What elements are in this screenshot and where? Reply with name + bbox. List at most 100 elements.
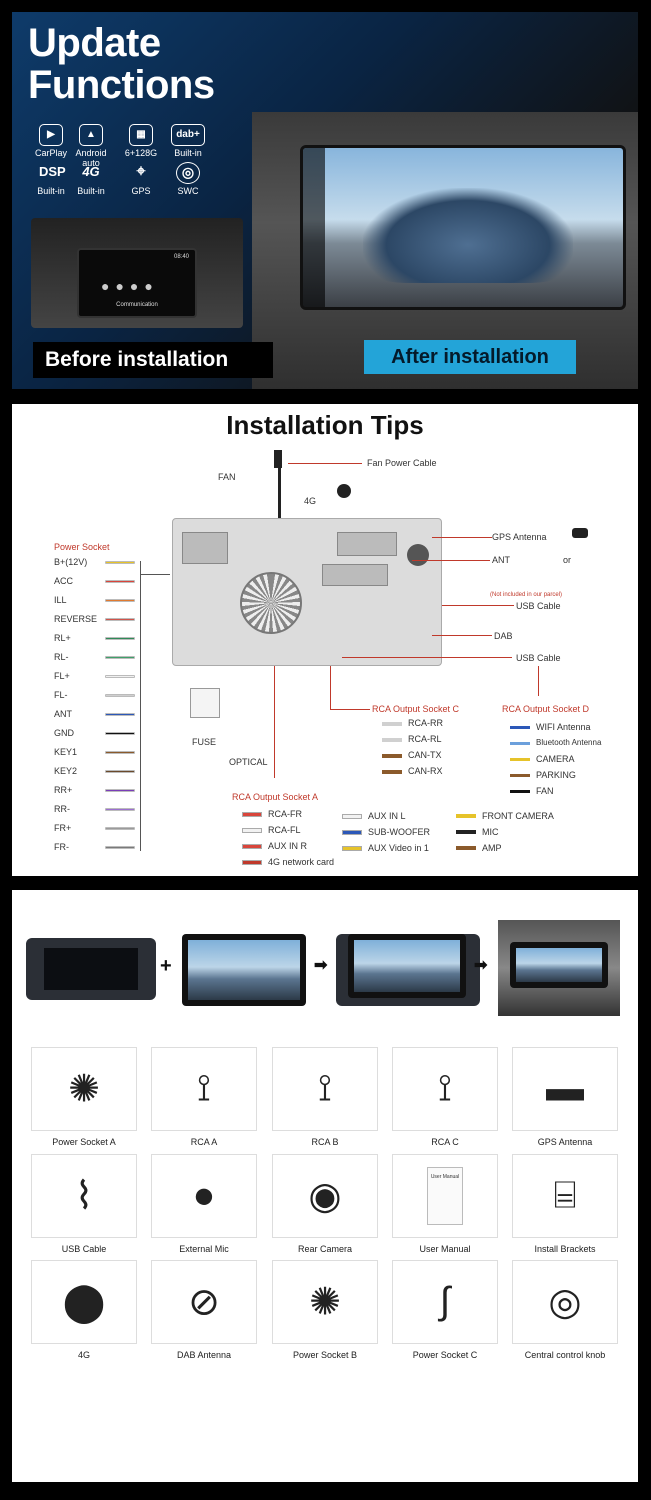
pin-label: ILL [54, 595, 67, 605]
accessory-image: ⬤ [31, 1260, 137, 1344]
android-auto-feature: ▲Android auto [70, 124, 112, 168]
carplay-feature: ▶CarPlay [30, 124, 72, 158]
package-contents-panel: + ➡ ➡ ✺ Power Socket A ⟟ RCA A ⟟ RCA B ⟟ RCA C ▬… [12, 890, 638, 1482]
usb-cable-label-2: USB Cable [516, 653, 561, 663]
harness-icon: ✺ [68, 1068, 100, 1111]
swc-feature: ◎SWC [176, 162, 200, 196]
wire-color-swatch [105, 599, 135, 602]
pin-label: RL- [54, 652, 69, 662]
radio-unit-image [182, 934, 306, 1006]
before-installation-label: Before installation [33, 342, 273, 378]
rca-plug-icon [510, 774, 530, 777]
accessory-image: ✺ [31, 1047, 137, 1131]
pin-label: B+(12V) [54, 557, 88, 567]
camera-item: MIC [482, 827, 499, 837]
installation-tips-panel: Installation Tips FAN Fan Power Cable 4G… [12, 404, 638, 876]
plus-sign: + [160, 955, 172, 977]
4g-antenna-icon [337, 484, 351, 498]
accessory-item: ⬤ 4G [31, 1260, 137, 1360]
accessory-label: 4G [77, 1350, 90, 1360]
rca-plug-icon [242, 812, 262, 817]
wire-color-swatch [105, 808, 135, 811]
gps-feature: ⌖GPS [120, 162, 162, 196]
wire-color-swatch [105, 713, 135, 716]
gps-antenna-label: GPS Antenna [492, 532, 547, 542]
android-auto-icon: ▲ [79, 124, 103, 146]
accessory-item: ⌸Install Brackets [512, 1154, 618, 1254]
accessory-item: ⟟ RCA B [272, 1047, 378, 1147]
rca-a-item: RCA-FL [268, 825, 301, 835]
cooling-fan [240, 572, 302, 634]
or-label: or [563, 555, 572, 565]
optical-label: OPTICAL [229, 757, 268, 767]
arrow-right-icon: ➡ [314, 957, 328, 974]
accessory-image: ▬ [512, 1047, 618, 1131]
panel-title: Update Functions [28, 21, 215, 107]
accessory-label: Install Brackets [534, 1244, 596, 1254]
rca-c-title: RCA Output Socket C [372, 704, 460, 714]
rca-plug-icon [242, 860, 262, 865]
rca-d-item: Bluetooth Antenna [536, 738, 602, 747]
after-installation-label: After installation [364, 340, 576, 374]
accessory-label: USB Cable [61, 1244, 107, 1254]
4g-label: 4G [304, 496, 317, 506]
wire-color-swatch [105, 637, 135, 640]
fuse-label: FUSE [192, 737, 217, 747]
accessory-item: ⌇USB Cable [31, 1154, 137, 1254]
wire-color-swatch [105, 732, 135, 735]
rca-plug-icon [242, 828, 262, 833]
dash-frame-image [26, 938, 156, 1000]
accessory-label: Rear Camera [297, 1244, 353, 1254]
wire-color-swatch [105, 580, 135, 583]
accessory-label: RCA A [190, 1137, 218, 1147]
rca-plug-icon [510, 742, 530, 745]
factory-screen: 08:40 ●●●● Communication [77, 248, 197, 318]
not-included-note: (Not included in our parcel) [490, 592, 563, 598]
suv-image [363, 188, 573, 283]
accessory-label: Power Socket A [52, 1137, 116, 1147]
manual-icon: User Manual [427, 1167, 463, 1225]
aux-item: AUX Video in 1 [368, 843, 429, 853]
swc-icon: ◎ [176, 162, 200, 184]
accessory-image: ● [151, 1154, 257, 1238]
rca-d-title: RCA Output Socket D [502, 704, 590, 714]
usb-cable-label-1: USB Cable [516, 601, 561, 611]
gps-icon: ⌖ [136, 163, 146, 180]
rca-c-item: CAN-TX [408, 750, 442, 760]
accessory-item: ✺Power Socket B [272, 1260, 378, 1360]
accessory-label: RCA B [311, 1137, 339, 1147]
aux-item: AUX IN L [368, 811, 406, 821]
pin-label: RL+ [54, 633, 71, 643]
camera-item: AMP [482, 843, 502, 853]
ant-label: ANT [492, 555, 510, 565]
rca-d-item: FAN [536, 786, 554, 796]
pin-label: FR+ [54, 823, 72, 833]
accessory-label: RCA C [431, 1137, 459, 1147]
fan-label: FAN [218, 472, 236, 482]
chip-icon: ▦ [129, 124, 153, 146]
accessory-image: ⟟ [151, 1047, 257, 1131]
arrow-right-icon: ➡ [474, 957, 488, 974]
accessory-item: ◉ Rear Camera [272, 1154, 378, 1254]
accessory-label: Central control knob [524, 1350, 606, 1360]
storage-feature: ▦6+128G [120, 124, 162, 158]
fan-power-cable-label: Fan Power Cable [367, 458, 437, 468]
rca-cable-icon: ⟟ [317, 1067, 333, 1110]
rca-plug-icon [382, 770, 402, 774]
camera-icon: ◉ [308, 1175, 342, 1218]
rca-a-item: AUX IN R [268, 841, 308, 851]
carplay-icon: ▶ [39, 124, 63, 146]
wire-color-swatch [105, 561, 135, 564]
4g-icon: 4G [82, 164, 100, 179]
wire-color-swatch [105, 846, 135, 849]
accessory-label: Power Socket C [412, 1350, 478, 1360]
4g-antenna-icon: ⬤ [62, 1281, 106, 1324]
rca-c-item: RCA-RL [408, 734, 442, 744]
accessory-image: ∫ [392, 1260, 498, 1344]
connector [322, 564, 388, 586]
rca-a-title: RCA Output Socket A [232, 792, 319, 802]
accessory-label: GPS Antenna [537, 1137, 593, 1147]
accessory-image: ⟟ [392, 1047, 498, 1131]
